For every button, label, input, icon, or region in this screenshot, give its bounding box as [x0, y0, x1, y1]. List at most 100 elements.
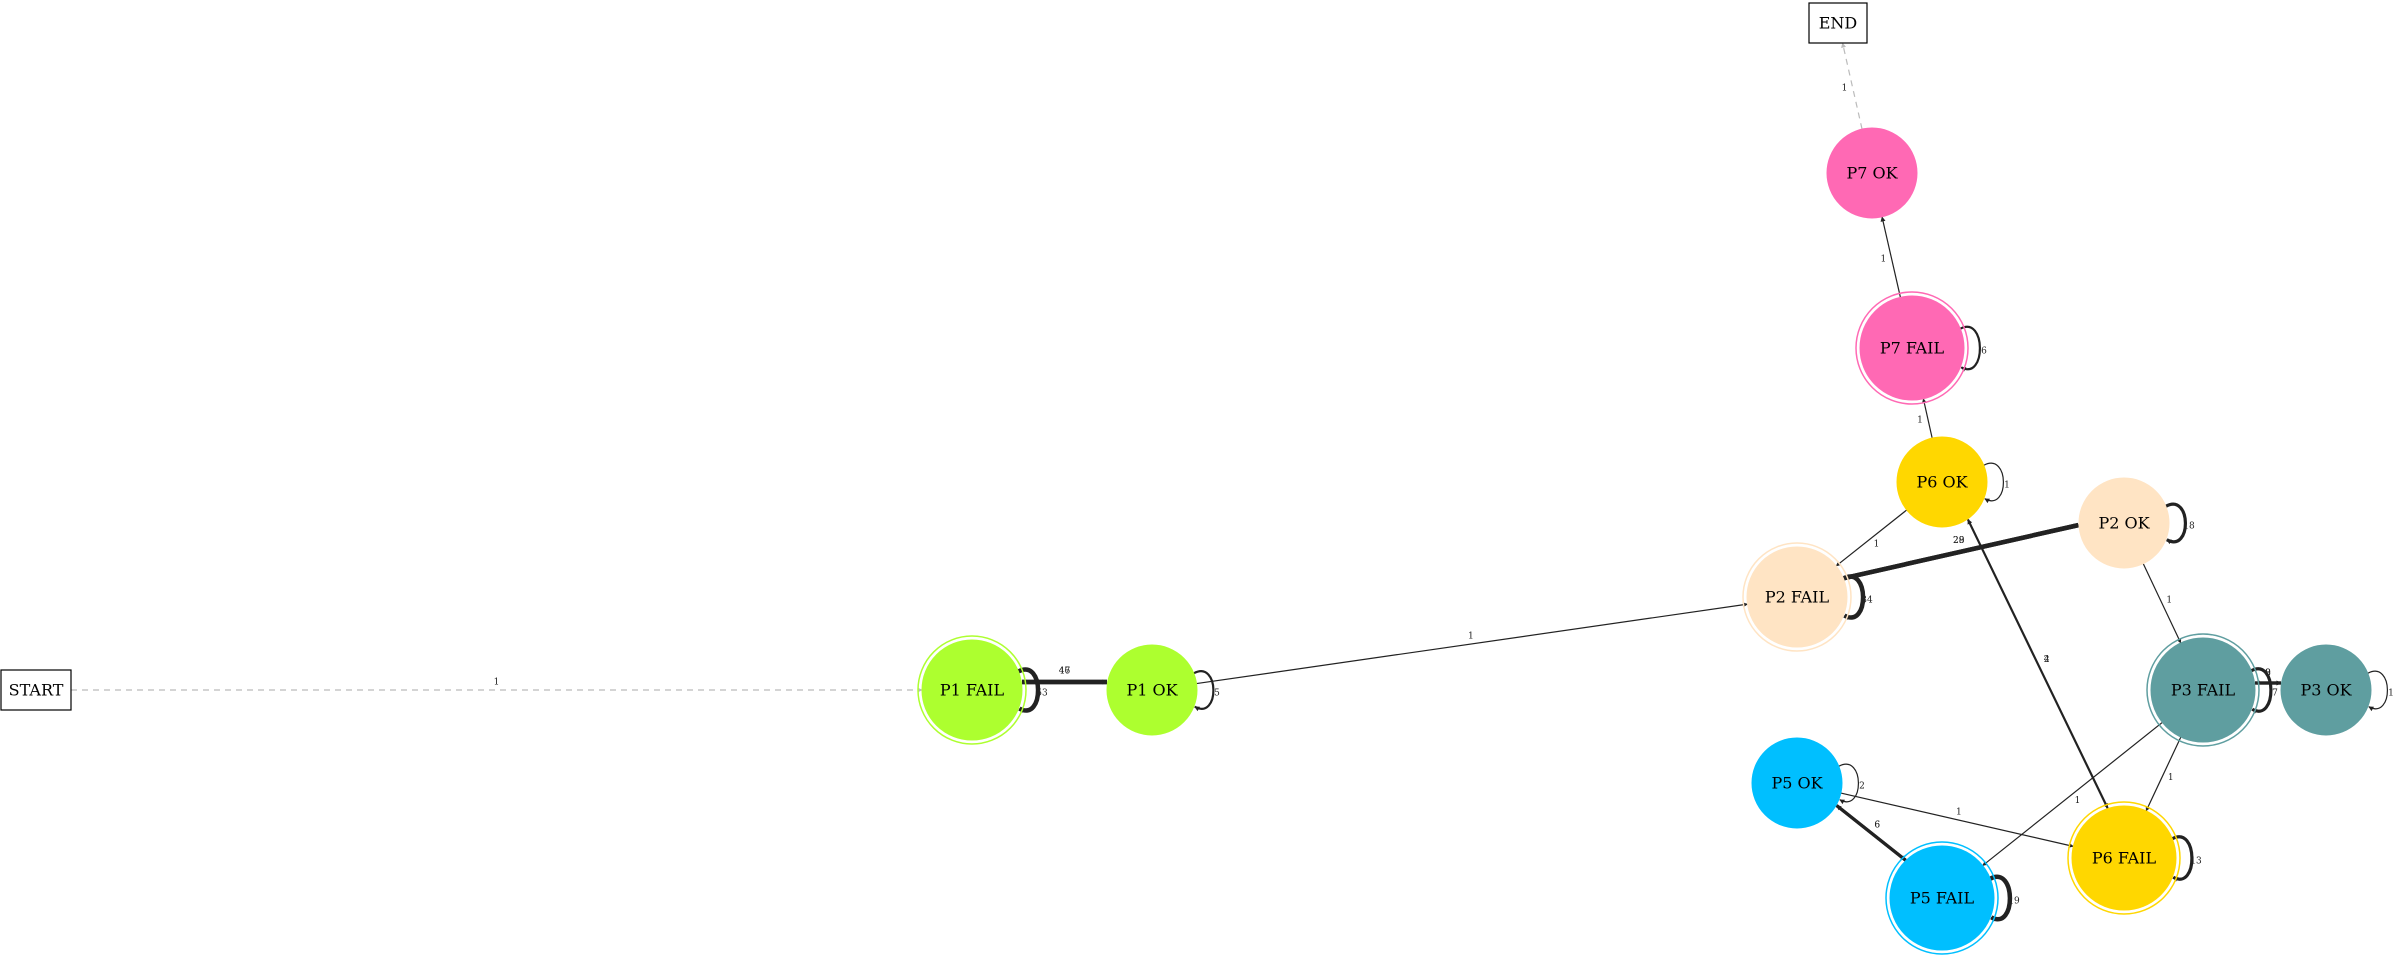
edge-label: 19 [2008, 897, 2020, 907]
node-label: P1 OK [1126, 681, 1178, 700]
edge-line [1880, 216, 1901, 298]
node-circle [2071, 805, 2177, 911]
edge-p2-ok-to-p2-fail: 28 [1843, 522, 2079, 581]
node-outer-ring [2146, 633, 2260, 747]
edge-label: 29 [1953, 536, 1965, 546]
edge-label: 1 [1874, 540, 1880, 550]
edge-line [1841, 42, 1863, 130]
node-start: START [0, 669, 72, 711]
node-outer-ring [1742, 542, 1852, 652]
edge-label: 1 [494, 678, 500, 688]
node-circle [1859, 295, 1965, 401]
node-circle [1106, 644, 1198, 736]
node-circle [2150, 637, 2256, 743]
node-p6-fail: P6 FAIL [2067, 801, 2181, 915]
node-circle [1826, 127, 1918, 219]
node-circle [1889, 845, 1995, 951]
node-label: P7 OK [1846, 164, 1898, 183]
edge-p3-fail-to-p3-fail: 7 [2250, 667, 2278, 714]
edge-line [2165, 502, 2187, 545]
node-circle [1746, 546, 1848, 648]
node-circle [1896, 436, 1988, 528]
node-label: P6 FAIL [2092, 849, 2157, 868]
edge-p6-ok-to-p7-fail: 1 [1917, 398, 1933, 439]
node-circle [921, 639, 1023, 741]
edge-p7-ok-to-end: 1 [1841, 42, 1863, 130]
edge-label: 1 [1917, 416, 1923, 426]
node-p5-fail: P5 FAIL [1885, 841, 1999, 955]
edge-p5-ok-to-p5-ok: 2 [1838, 763, 1865, 805]
edge-label: 13 [2190, 857, 2202, 867]
node-label: P5 FAIL [1910, 889, 1975, 908]
edge-label: 1 [2004, 481, 2010, 491]
node-circle [2078, 477, 2170, 569]
node-p3-fail: P3 FAIL [2146, 633, 2260, 747]
edge-p1-ok-to-p2-fail: 1 [1196, 602, 1749, 685]
edge-line [1989, 874, 2013, 922]
edge-p1-fail-to-p1-fail: 53 [1017, 667, 1048, 713]
edge-line [1843, 522, 2079, 581]
node-p5-ok: P5 OK [1751, 737, 1843, 829]
edge-label: 47 [1059, 666, 1071, 676]
edge-label: 1 [2388, 689, 2394, 699]
edge-p6-ok-to-p2-fail: 1 [1835, 509, 1908, 567]
node-outer-ring [1885, 841, 1999, 955]
edge-label: 1 [2166, 595, 2172, 605]
edge-label: 2 [2044, 655, 2050, 665]
node-label: P1 FAIL [940, 681, 1005, 700]
edge-p5-fail-to-p5-ok: 6 [1835, 804, 1907, 862]
edge-p5-fail-to-p5-fail: 19 [1989, 874, 2020, 922]
node-label: P6 OK [1916, 473, 1968, 492]
node-outer-ring [917, 635, 1027, 745]
edge-line [1193, 670, 1215, 712]
edge-label: 5 [1214, 689, 1220, 699]
node-p2-ok: P2 OK [2078, 477, 2170, 569]
node-label: P2 OK [2098, 514, 2150, 533]
node-box [0, 669, 72, 711]
edge-line [1196, 602, 1749, 685]
edge-label: 1 [1956, 807, 1962, 817]
node-circle [1751, 737, 1843, 829]
edge-line [2250, 667, 2273, 714]
edge-line [1982, 721, 2163, 867]
edge-p5-ok-to-p6-fail: 1 [1840, 792, 2074, 848]
edge-label: 1 [2075, 796, 2081, 806]
edge-p2-ok-to-p2-ok: 18 [2165, 502, 2195, 545]
node-p7-fail: P7 FAIL [1855, 291, 1969, 405]
edge-p3-fail-to-p5-fail: 1 [1982, 721, 2163, 867]
edge-label: 53 [1036, 689, 1048, 699]
edge-line [1835, 804, 1907, 862]
edge-line [2142, 563, 2182, 644]
edge-p6-ok-to-p6-ok: 1 [1983, 462, 2010, 504]
node-p1-ok: P1 OK [1106, 644, 1198, 736]
edge-start-to-p1-fail: 1 [71, 678, 923, 693]
edge-line [2145, 736, 2182, 812]
edge-line [1842, 574, 1866, 620]
edge-label: 6 [1981, 347, 1987, 357]
edge-label: 28 [1953, 536, 1965, 546]
node-box [1808, 2, 1868, 44]
edge-label: 2 [1859, 782, 1865, 792]
edge-label: 7 [2272, 689, 2278, 699]
edge-label: 1 [1468, 631, 1474, 641]
edge-p1-ok-to-p1-ok: 5 [1193, 670, 1220, 712]
edge-p7-fail-to-p7-fail: 6 [1959, 325, 1987, 372]
edge-line [1835, 509, 1908, 567]
edge-line [1017, 667, 1041, 713]
edge-label: 1 [1842, 83, 1848, 93]
node-outer-ring [1855, 291, 1969, 405]
node-label: P5 OK [1771, 774, 1823, 793]
edge-p6-fail-to-p6-ok: 4 [1966, 518, 2109, 809]
edge-line [2367, 670, 2388, 712]
edge-label: 46 [1059, 666, 1071, 676]
edge-p3-fail-to-p6-fail: 1 [2145, 736, 2182, 812]
edge-p6-fail-to-p6-fail: 13 [2171, 835, 2202, 882]
edge-label: 6 [1874, 821, 1880, 831]
node-label: P3 OK [2300, 681, 2352, 700]
edge-line [1838, 763, 1859, 805]
edge-label: 34 [1861, 596, 1873, 606]
node-end: END [1808, 2, 1868, 44]
